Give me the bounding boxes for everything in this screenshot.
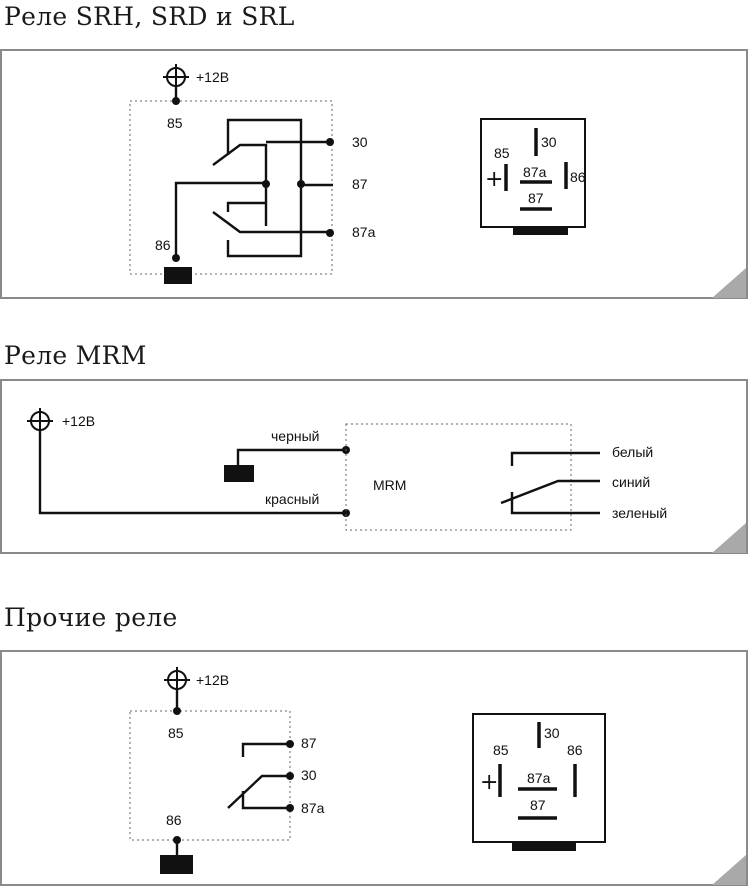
ground-icon [164,267,192,284]
pin-85-label: 85 [168,725,184,741]
pin-87-label: 87 [352,176,368,192]
red-wire [38,430,346,515]
socket-pin-87a: 87a [523,164,547,180]
socket-pin-87: 87 [528,190,544,206]
relay-socket-other: 30 85 86 + 87a 87 [472,713,606,851]
socket-pin-86: 86 [567,742,583,758]
relay-socket-srh: 30 85 + 87a 87 86 [480,118,586,235]
panel-frame [0,379,748,554]
supply-label: +12В [196,69,229,85]
coil-wire [174,181,266,258]
pin-86-label: 86 [166,812,182,828]
socket-pin-85: 85 [494,145,510,161]
contact-87 [241,742,290,757]
section-title-other: Прочие реле [4,603,178,632]
ground-icon [224,465,254,482]
relay-boundary [129,710,291,841]
socket-pin-87a: 87a [527,770,551,786]
panel-mrm: +12В красный черный MRM белый синий зеле… [0,379,748,554]
socket-pin-85: 85 [493,742,509,758]
socket-plus: + [480,770,498,795]
panel-other: +12В 85 86 87 30 87a 30 85 [0,650,748,886]
panel-corner [712,268,746,298]
switch-arm [227,774,290,809]
pin-30-dot [326,138,334,146]
relay-schematic-other: +12В 85 86 87 30 87a [129,667,325,874]
black-wire [236,448,346,466]
socket-tab [512,842,576,851]
pin-85-dot [173,707,181,715]
pin-86-dot [172,254,180,262]
panel-corner [712,855,746,885]
pin-30-label: 30 [352,134,368,150]
pin-30-label: 30 [301,767,317,783]
pin-85-dot [172,97,180,105]
socket-tab [513,227,568,235]
white-contact [510,451,600,466]
section-title-srh: Реле SRH, SRD и SRL [4,2,295,31]
wire-white-label: белый [612,444,653,460]
panel-frame [0,49,748,299]
panel-frame [0,650,748,886]
contact-upper-bracket [226,118,303,185]
green-contact [510,492,600,515]
pin-87a-dot [326,229,334,237]
socket-plus: + [485,167,503,192]
pin-85-label: 85 [167,115,183,131]
supply-label: +12В [196,672,229,688]
contact-87a [241,791,290,810]
socket-pin-87: 87 [530,797,546,813]
panel-corner [712,523,746,553]
socket-pin-30: 30 [544,725,560,741]
socket-pin-86: 86 [570,169,586,185]
switch-arm-lower [212,211,328,234]
pin-87-label: 87 [301,735,317,751]
relay-schematic-srh: +12В 85 86 30 87 87a [129,64,376,284]
socket-pin-30: 30 [541,134,557,150]
contact-lower-bracket [226,185,303,258]
relay-boundary [129,100,333,275]
ground-icon [160,855,193,874]
pin-87a-label: 87a [301,800,325,816]
supply-label: +12В [62,413,95,429]
pin-86-label: 86 [155,237,171,253]
switch-arm [500,479,600,505]
pin-87a-label: 87a [352,224,376,240]
wire-black-label: черный [271,428,319,444]
wire-red-label: красный [265,491,319,507]
wire-green-label: зеленый [612,505,667,521]
mrm-label: MRM [373,477,406,493]
wire-blue-label: синий [612,474,650,490]
panel-srh: +12В 85 86 30 87 87a 30 85 + 87a 87 86 [0,49,748,299]
section-title-mrm: Реле MRM [4,341,147,370]
